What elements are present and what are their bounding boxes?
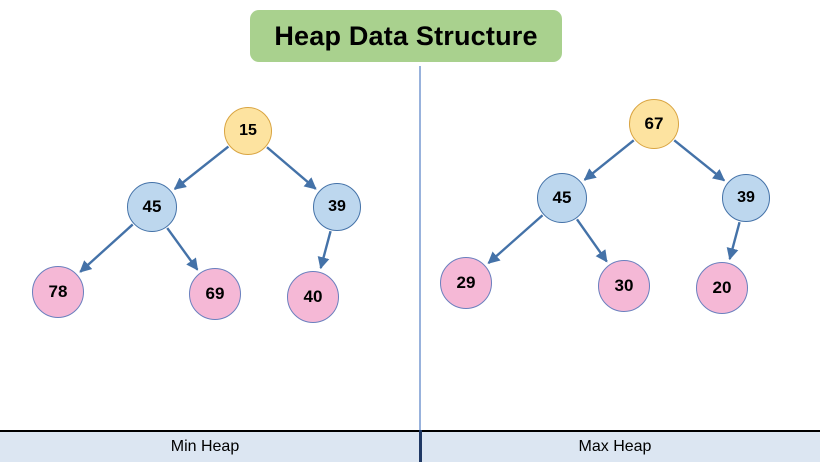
tree-edge-max-heap-39-to-20	[726, 221, 741, 261]
tree-edge-max-heap-45-to-29	[487, 214, 544, 265]
tree-node-max-heap-39[interactable]: 39	[722, 174, 770, 222]
tree-node-label: 15	[239, 122, 257, 139]
tree-node-min-heap-39[interactable]: 39	[313, 183, 361, 231]
tree-node-label: 40	[303, 287, 323, 306]
tree-edge-max-heap-45-to-30	[575, 218, 608, 263]
page-title: Heap Data Structure	[274, 20, 538, 51]
legend-cell-min-heap: Min Heap	[0, 432, 410, 462]
tree-edge-min-heap-45-to-69	[166, 227, 199, 271]
tree-node-label: 78	[48, 282, 68, 301]
tree-node-label: 69	[205, 284, 225, 303]
tree-node-min-heap-40[interactable]: 40	[287, 271, 339, 323]
tree-node-min-heap-15[interactable]: 15	[224, 107, 272, 155]
tree-node-max-heap-29[interactable]: 29	[440, 257, 492, 309]
legend-label-max-heap: Max Heap	[578, 438, 652, 455]
tree-edge-max-heap-67-to-45	[583, 139, 635, 181]
legend-bar: Min Heap Max Heap	[0, 430, 820, 462]
tree-node-min-heap-69[interactable]: 69	[189, 268, 241, 320]
tree-edge-min-heap-15-to-45	[173, 145, 230, 190]
tree-node-min-heap-45[interactable]: 45	[127, 182, 177, 232]
tree-node-label: 20	[712, 278, 732, 297]
tree-node-min-heap-78[interactable]: 78	[32, 266, 84, 318]
page-title-banner: Heap Data Structure	[250, 10, 562, 62]
tree-edge-min-heap-15-to-39	[266, 146, 317, 190]
tree-node-max-heap-45[interactable]: 45	[537, 173, 587, 223]
legend-divider	[419, 430, 422, 462]
tree-node-max-heap-67[interactable]: 67	[629, 99, 679, 149]
legend-cell-max-heap: Max Heap	[410, 432, 820, 462]
tree-edge-min-heap-39-to-40	[317, 230, 332, 270]
legend-label-min-heap: Min Heap	[170, 438, 240, 455]
tree-node-label: 39	[328, 198, 346, 215]
tree-edge-max-heap-67-to-39	[673, 139, 726, 182]
edge-group	[79, 139, 741, 273]
tree-node-label: 39	[737, 189, 755, 206]
tree-edge-min-heap-45-to-78	[79, 223, 134, 273]
tree-node-max-heap-20[interactable]: 20	[696, 262, 748, 314]
tree-node-label: 30	[614, 276, 634, 295]
tree-node-label: 45	[552, 188, 572, 207]
tree-node-max-heap-30[interactable]: 30	[598, 260, 650, 312]
tree-node-label: 67	[644, 114, 664, 133]
tree-node-label: 29	[456, 273, 476, 292]
tree-node-label: 45	[142, 197, 162, 216]
